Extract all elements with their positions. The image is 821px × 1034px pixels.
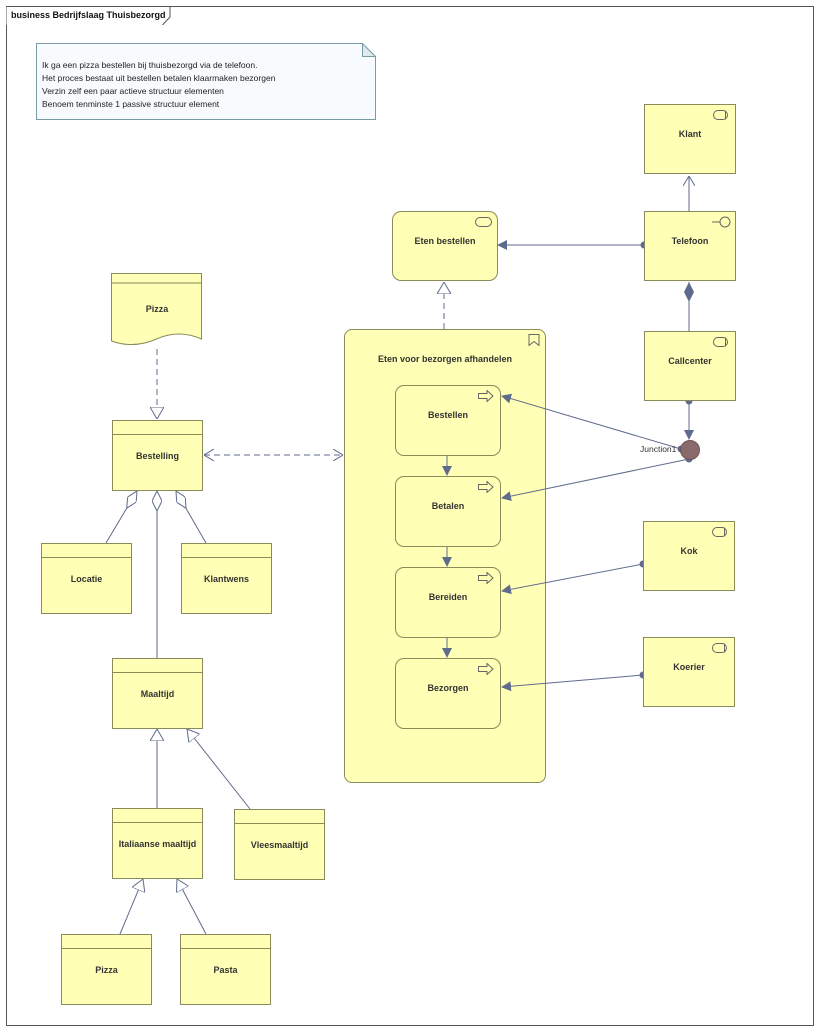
service-eten-bestellen[interactable]: Eten bestellen bbox=[392, 211, 498, 281]
representation-pizza-label: Pizza bbox=[145, 304, 169, 314]
junction-label: Junction1 bbox=[640, 444, 677, 454]
node-label: Maaltijd bbox=[140, 689, 175, 699]
process-betalen[interactable]: Betalen bbox=[395, 476, 501, 547]
note-line: Ik ga een pizza bestellen bij thuisbezor… bbox=[42, 60, 258, 70]
object-maaltijd[interactable]: Maaltijd bbox=[112, 658, 203, 729]
node-label: Koerier bbox=[673, 662, 705, 672]
node-label: Kok bbox=[680, 546, 698, 556]
node-label: Bezorgen bbox=[427, 683, 469, 693]
service-icon bbox=[475, 217, 492, 227]
object-vleesmaaltijd[interactable]: Vleesmaaltijd bbox=[234, 809, 325, 880]
node-label: Pasta bbox=[213, 965, 238, 975]
note-line: Verzin zelf een paar actieve structuur e… bbox=[42, 86, 224, 96]
role-kok[interactable]: Kok bbox=[643, 521, 735, 591]
frame-tab bbox=[6, 6, 171, 25]
junction-node bbox=[680, 440, 700, 460]
node-label: Italiaanse maaltijd bbox=[118, 839, 197, 849]
process-bereiden[interactable]: Bereiden bbox=[395, 567, 501, 638]
node-label: Eten bestellen bbox=[414, 236, 476, 246]
process-arrow-icon bbox=[478, 481, 494, 493]
bookmark-icon bbox=[528, 334, 540, 346]
actor-klant[interactable]: Klant bbox=[644, 104, 736, 174]
role-icon bbox=[712, 643, 727, 653]
representation-pizza[interactable] bbox=[111, 273, 203, 353]
node-label: Klantwens bbox=[203, 574, 249, 584]
node-label: Bereiden bbox=[428, 592, 468, 602]
note[interactable]: Ik ga een pizza bestellen bij thuisbezor… bbox=[36, 43, 376, 120]
node-label: Betalen bbox=[431, 501, 465, 511]
note-line: Het proces bestaat uit bestellen betalen… bbox=[42, 73, 276, 83]
role-koerier[interactable]: Koerier bbox=[643, 637, 735, 707]
node-label: Bestellen bbox=[427, 410, 469, 420]
node-label: Locatie bbox=[70, 574, 103, 584]
role-icon bbox=[713, 337, 728, 347]
process-arrow-icon bbox=[478, 572, 494, 584]
node-label: Klant bbox=[678, 129, 702, 139]
object-pizza[interactable]: Pizza bbox=[61, 934, 152, 1005]
interface-icon bbox=[712, 216, 731, 228]
role-icon bbox=[713, 110, 728, 120]
process-bezorgen[interactable]: Bezorgen bbox=[395, 658, 501, 729]
role-callcenter[interactable]: Callcenter bbox=[644, 331, 736, 401]
node-label: Vleesmaaltijd bbox=[250, 840, 309, 850]
node-label: Pizza bbox=[95, 965, 118, 975]
object-locatie[interactable]: Locatie bbox=[41, 543, 132, 614]
process-arrow-icon bbox=[478, 390, 494, 402]
object-pasta[interactable]: Pasta bbox=[180, 934, 271, 1005]
node-label: Telefoon bbox=[671, 236, 709, 246]
diagram-frame bbox=[6, 6, 814, 1026]
role-icon bbox=[712, 527, 727, 537]
object-bestelling[interactable]: Bestelling bbox=[112, 420, 203, 491]
node-label: Callcenter bbox=[668, 356, 712, 366]
note-fold-icon bbox=[362, 43, 376, 57]
process-group-label: Eten voor bezorgen afhandelen bbox=[377, 354, 513, 364]
object-klantwens[interactable]: Klantwens bbox=[181, 543, 272, 614]
note-line: Benoem tenminste 1 passive structuur ele… bbox=[42, 99, 220, 109]
process-bestellen[interactable]: Bestellen bbox=[395, 385, 501, 456]
object-italiaanse-maaltijd[interactable]: Italiaanse maaltijd bbox=[112, 808, 203, 879]
interface-telefoon[interactable]: Telefoon bbox=[644, 211, 736, 281]
frame-title: business Bedrijfslaag Thuisbezorgd bbox=[11, 10, 166, 20]
node-label: Bestelling bbox=[135, 451, 179, 461]
process-arrow-icon bbox=[478, 663, 494, 675]
